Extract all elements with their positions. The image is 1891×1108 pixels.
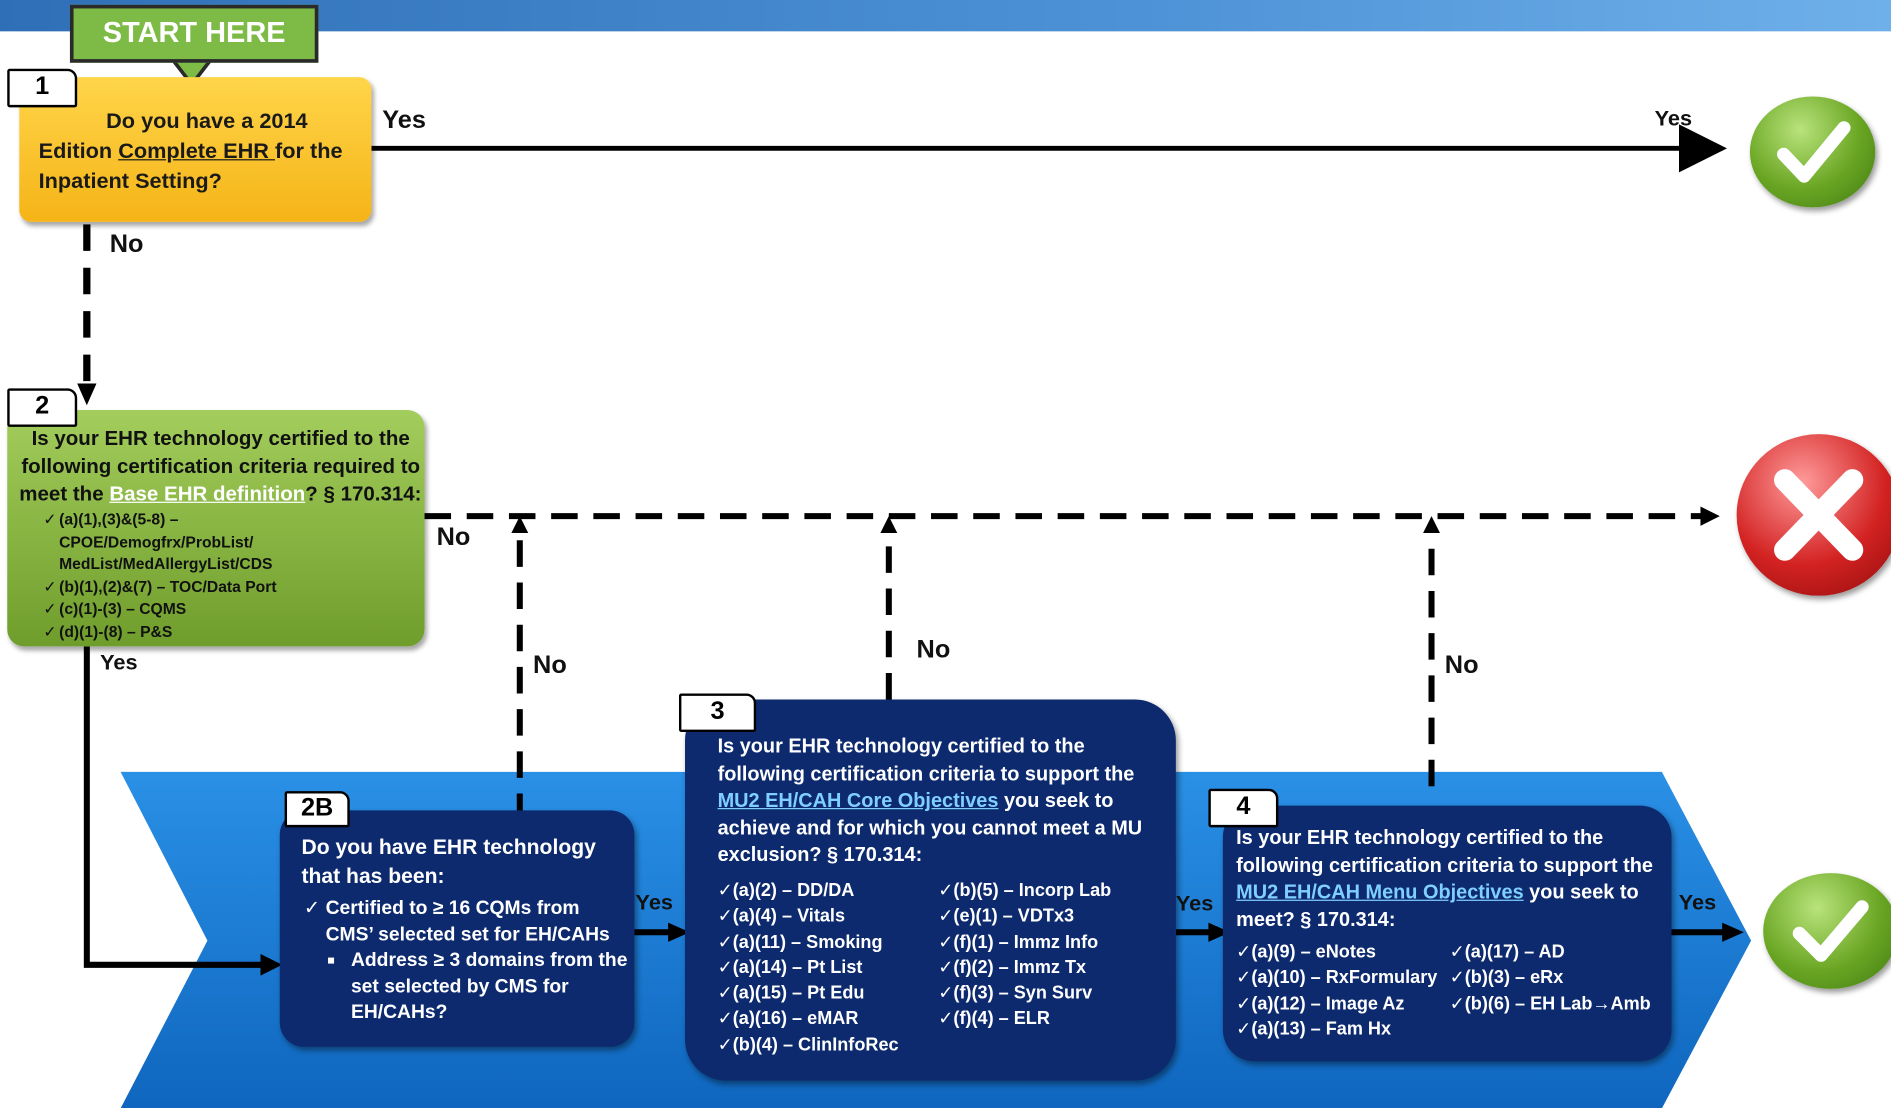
step-2b-tag: 2B	[284, 791, 350, 828]
step-2b-question: Do you have EHR technology that has been…	[301, 834, 596, 888]
step-2b-bullet-2: Address ≥ 3 domains from the set selecte…	[350, 950, 628, 1023]
step-4-criteria-col-1: ✓(a)(9) – eNotes ✓(a)(10) – RxFormulary …	[1236, 939, 1437, 1042]
criteria-item: ✓(a)(14) – Pt List	[717, 957, 863, 978]
criteria-item: ✓(a)(13) – Fam Hx	[1236, 1018, 1392, 1040]
complete-ehr-link[interactable]: Complete EHR	[118, 138, 276, 163]
step-4-question-box: Is your EHR technology certified to the …	[1222, 805, 1672, 1062]
label-no-q2: No	[436, 523, 471, 552]
label-yes-q2: Yes	[100, 650, 138, 675]
arrow-q2-yes	[83, 646, 263, 968]
step-2-criteria-list: ✓(a)(1),(3)&(5-8) – CPOE/Demogfrx/ProbLi…	[43, 509, 276, 643]
label-yes-3: Yes	[1175, 891, 1214, 916]
square-bullet-icon	[328, 957, 335, 964]
criteria-item: ✓(f)(1) – Immz Info	[938, 931, 1099, 953]
criteria-item: CPOE/Demogfrx/ProbList/	[59, 532, 254, 551]
check-circle-icon	[1749, 96, 1876, 208]
criteria-item: ✓(b)(6) – EH Lab→Amb	[1449, 993, 1651, 1014]
label-yes-2b: Yes	[635, 890, 674, 915]
step-3-question: Is your EHR technology certified to the …	[717, 735, 1143, 866]
step-4-tag: 4	[1208, 788, 1279, 828]
step-2b-bullet-1: Certified to ≥ 16 CQMs from CMS’ selecte…	[325, 898, 610, 945]
criteria-item: ✓(e)(1) – VDTx3	[938, 906, 1075, 927]
mu2-core-objectives-link[interactable]: MU2 EH/CAH Core Objectives	[717, 789, 999, 812]
criteria-item: ✓(a)(9) – eNotes	[1236, 941, 1376, 963]
criteria-item: ✓(b)(4) – ClinInfoRec	[717, 1034, 899, 1055]
check-circle-icon	[1763, 873, 1891, 989]
label-no-3: No	[916, 635, 951, 664]
mu2-menu-objectives-link[interactable]: MU2 EH/CAH Menu Objectives	[1236, 881, 1524, 904]
base-ehr-definition-link[interactable]: Base EHR definition	[109, 482, 306, 506]
start-here-banner: START HERE	[69, 4, 319, 63]
label-no-2b: No	[533, 651, 567, 679]
step-2-tag: 2	[7, 388, 78, 427]
x-circle-icon	[1736, 434, 1891, 596]
step-4-question: Is your EHR technology certified to the …	[1236, 827, 1653, 931]
step-1-question: Do you have a 2014 Edition Complete EHR …	[38, 108, 343, 193]
step-3-criteria-col-2: ✓(b)(5) – Incorp Lab ✓(e)(1) – VDTx3 ✓(f…	[938, 878, 1111, 1032]
criteria-item: ✓(a)(1),(3)&(5-8) –	[43, 510, 179, 529]
label-yes-4: Yes	[1678, 890, 1717, 915]
criteria-item: ✓(b)(3) – eRx	[1449, 967, 1564, 989]
label-no-q1: No	[109, 230, 144, 259]
step-3-tag: 3	[678, 693, 757, 733]
label-yes-top-right: Yes	[1654, 106, 1693, 131]
label-yes-q1: Yes	[382, 106, 426, 134]
criteria-item: ✓(b)(5) – Incorp Lab	[938, 880, 1112, 901]
step-1-question-box: Do you have a 2014 Edition Complete EHR …	[19, 77, 372, 222]
step-2-question-box: Is your EHR technology certified to the …	[7, 410, 425, 647]
criteria-item: ✓(a)(2) – DD/DA	[717, 880, 855, 901]
criteria-item: ✓(a)(17) – AD	[1449, 941, 1565, 963]
step-1-tag: 1	[7, 68, 78, 108]
step-3-criteria-col-1: ✓(a)(2) – DD/DA ✓(a)(4) – Vitals ✓(a)(11…	[718, 878, 899, 1058]
criteria-item: MedList/MedAllergyList/CDS	[59, 554, 273, 573]
criteria-item: ✓(d)(1)-(8) – P&S	[43, 621, 173, 640]
criteria-item: ✓(a)(16) – eMAR	[717, 1008, 859, 1030]
criteria-item: ✓(a)(15) – Pt Edu	[717, 983, 865, 1004]
step-2b-question-box: Do you have EHR technology that has been…	[279, 810, 635, 1047]
criteria-item: ✓(a)(4) – Vitals	[717, 906, 846, 927]
criteria-item: ✓(a)(12) – Image Az	[1236, 993, 1405, 1014]
criteria-item: ✓(a)(10) – RxFormulary	[1236, 967, 1438, 989]
step-3-question-box: Is your EHR technology certified to the …	[685, 699, 1176, 1081]
criteria-item: ✓(f)(3) – Syn Surv	[938, 983, 1093, 1004]
criteria-item: ✓(b)(1),(2)&(7) – TOC/Data Port	[43, 577, 277, 596]
check-mark: ✓	[303, 898, 321, 919]
label-no-4: No	[1444, 651, 1479, 679]
criteria-item: ✓(f)(2) – Immz Tx	[938, 957, 1087, 978]
criteria-item: ✓(a)(11) – Smoking	[717, 931, 883, 953]
step-2-question: Is your EHR technology certified to the …	[19, 426, 422, 506]
criteria-item: ✓(f)(4) – ELR	[938, 1008, 1050, 1030]
criteria-item: ✓(c)(1)-(3) – CQMS	[43, 599, 187, 618]
step-4-criteria-col-2: ✓(a)(17) – AD ✓(b)(3) – eRx ✓(b)(6) – EH…	[1450, 939, 1651, 1016]
